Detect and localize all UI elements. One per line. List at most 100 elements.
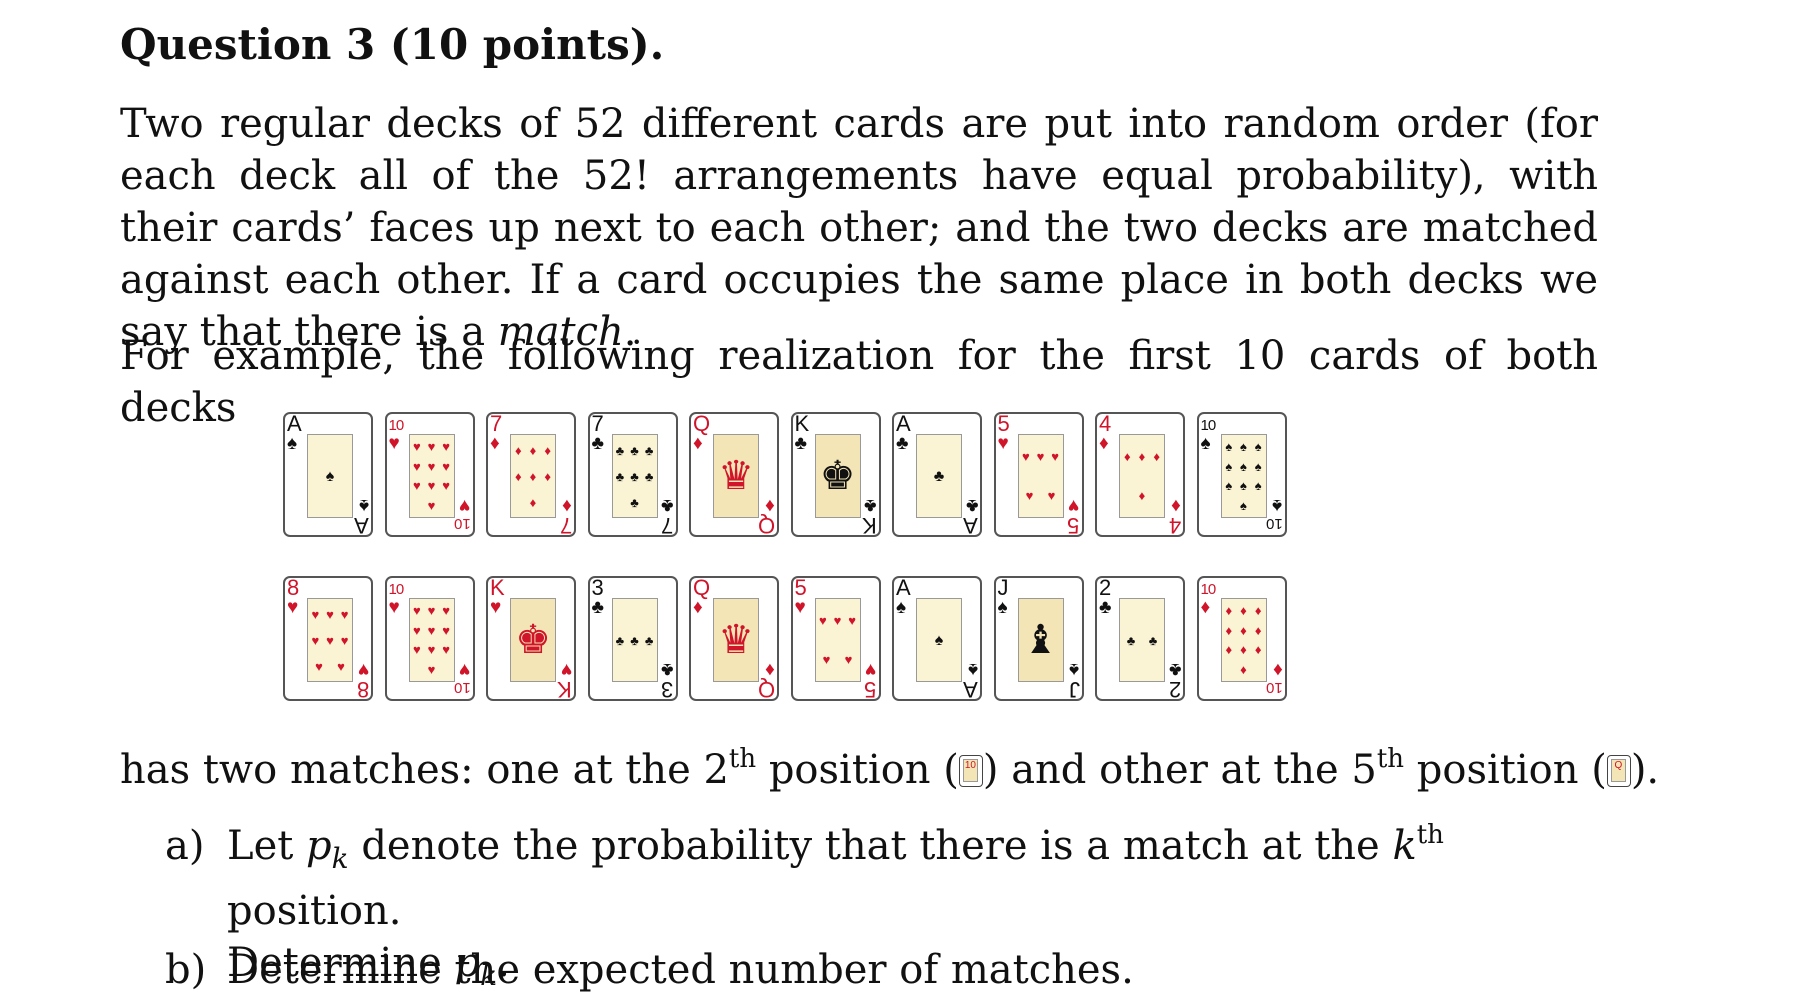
matches-text-4: position ( bbox=[1404, 747, 1607, 793]
suit-pip-icon: ♦ bbox=[1153, 449, 1160, 464]
court-figure-icon: ♛ bbox=[718, 454, 754, 498]
suit-pip-icon: ♠ bbox=[1225, 458, 1233, 474]
card-rank: A bbox=[896, 575, 911, 600]
card-face: ♥♥♥♥♥♥♥♥♥♥ bbox=[408, 434, 455, 518]
mini-card-2-label: Q bbox=[1610, 759, 1626, 782]
suit-pip-icon: ♥ bbox=[412, 603, 421, 619]
suit-pip-icon: ♣ bbox=[615, 468, 625, 484]
suit-pip-icon: ♣ bbox=[615, 632, 625, 648]
court-figure-icon: ♝ bbox=[1022, 618, 1059, 662]
card-suit-icon: ♣ bbox=[591, 597, 604, 618]
playing-card: 10♠♠♠♠♠♠♠♠♠♠♠♠10 bbox=[1196, 412, 1287, 537]
card-face: ♥♥♥♥♥♥♥♥♥♥ bbox=[408, 598, 455, 682]
suit-pip-icon: ♥ bbox=[412, 458, 421, 474]
playing-card: K♥♚♥K bbox=[486, 575, 576, 702]
suit-pip-icon: ♦ bbox=[1240, 661, 1247, 677]
card-suit-icon: ♥ bbox=[388, 433, 400, 454]
suit-pip-icon: ♥ bbox=[427, 439, 436, 455]
k-symbol: k bbox=[1392, 823, 1417, 869]
card-suit-icon: ♣ bbox=[591, 433, 604, 454]
suit-pip-icon: ♥ bbox=[340, 606, 349, 622]
suit-pip-icon: ♠ bbox=[1225, 439, 1233, 455]
suit-pip-icon: ♣ bbox=[1148, 632, 1158, 648]
playing-card: 7♣♣♣♣♣♣♣♣♣7 bbox=[587, 412, 678, 538]
card-face: ♣♣♣ bbox=[611, 598, 658, 682]
example-intro: For example, the following realization f… bbox=[120, 333, 1598, 431]
card-rank: 4 bbox=[1099, 411, 1112, 436]
suit-pip-icon: ♠ bbox=[325, 467, 335, 485]
card-suit-icon: ♥ bbox=[490, 597, 502, 618]
card-rank: Q bbox=[693, 575, 711, 600]
card-rank: 8 bbox=[287, 575, 300, 600]
card-face: ♣♣ bbox=[1119, 598, 1165, 682]
card-rank: Q bbox=[693, 411, 711, 436]
suit-pip-icon: ♣ bbox=[630, 468, 639, 484]
suit-pip-icon: ♥ bbox=[427, 603, 436, 619]
statement-text: Two regular decks of 52 different cards … bbox=[120, 101, 1598, 355]
card-suit-icon: ♦ bbox=[490, 433, 500, 454]
card-suit-icon: ♥ bbox=[287, 597, 299, 618]
card-rank: 10 bbox=[388, 581, 405, 598]
playing-card: 3♣♣♣♣♣3 bbox=[587, 575, 678, 702]
card-face: ♦♦♦♦♦♦♦ bbox=[510, 434, 556, 518]
card-face: ♛ bbox=[713, 598, 759, 682]
mini-card-queen-diamonds-icon: Q bbox=[1606, 755, 1631, 787]
suit-pip-icon: ♣ bbox=[644, 632, 654, 648]
playing-card: 10♦♦♦♦♦♦♦♦♦♦♦♦10 bbox=[1196, 576, 1287, 701]
sup-th-2: th bbox=[1376, 744, 1405, 774]
card-suit-icon: ♠ bbox=[896, 597, 907, 618]
playing-card: 5♥♥♥♥♥♥♥5 bbox=[993, 412, 1084, 538]
card-suit-icon: ♣ bbox=[1099, 597, 1112, 618]
card-suit-icon: ♣ bbox=[896, 433, 909, 454]
mini-card-1-label: 10 bbox=[962, 759, 978, 782]
card-rank: J bbox=[997, 575, 1009, 600]
part-a-text-1: Let bbox=[227, 823, 307, 869]
card-rank-bottom: A bbox=[963, 677, 978, 702]
suit-pip-icon: ♥ bbox=[1051, 449, 1059, 464]
card-rank: 2 bbox=[1099, 575, 1112, 600]
suit-pip-icon: ♥ bbox=[442, 458, 450, 474]
suit-pip-icon: ♥ bbox=[1021, 449, 1030, 464]
suit-pip-icon: ♥ bbox=[1047, 488, 1056, 503]
suit-pip-icon: ♠ bbox=[1225, 478, 1233, 494]
suit-pip-icon: ♠ bbox=[1254, 439, 1262, 455]
card-suit-icon: ♦ bbox=[693, 433, 703, 454]
playing-card: A♠♠♠A bbox=[283, 412, 373, 538]
suit-pip-icon: ♥ bbox=[326, 606, 334, 622]
card-rank: K bbox=[794, 411, 810, 436]
suit-pip-icon: ♥ bbox=[442, 603, 450, 619]
mini-card-ten-hearts-icon: 10 bbox=[958, 755, 983, 787]
card-suit-icon: ♦ bbox=[693, 597, 703, 618]
card-rank-bottom: K bbox=[557, 677, 572, 702]
suit-pip-icon: ♥ bbox=[1036, 449, 1045, 464]
suit-pip-icon: ♥ bbox=[427, 622, 436, 638]
suit-pip-icon: ♥ bbox=[412, 622, 421, 638]
card-rank: 3 bbox=[591, 575, 604, 600]
card-rank-bottom: 10 bbox=[1265, 515, 1283, 532]
part-a-text: Let pk denote the probability that there… bbox=[227, 820, 1607, 1002]
card-face: ♚ bbox=[510, 598, 556, 682]
playing-card: J♠♝♠J bbox=[993, 575, 1084, 702]
suit-pip-icon: ♦ bbox=[1254, 622, 1262, 638]
playing-card: 7♦♦♦♦♦♦♦♦♦7 bbox=[486, 412, 576, 538]
card-face: ♥♥♥♥♥ bbox=[814, 598, 861, 682]
suit-pip-icon: ♦ bbox=[1254, 642, 1262, 658]
suit-pip-icon: ♥ bbox=[315, 658, 323, 674]
statement-end: . bbox=[623, 309, 637, 355]
card-rank-bottom: 7 bbox=[559, 513, 572, 538]
suit-pip-icon: ♦ bbox=[1254, 603, 1262, 619]
card-rank-bottom: J bbox=[1068, 677, 1080, 702]
card-suit-icon: ♣ bbox=[794, 433, 807, 454]
suit-pip-icon: ♦ bbox=[1225, 642, 1233, 658]
k-subscript-2: k bbox=[480, 959, 498, 992]
question-title: Question 3 (10 points). bbox=[120, 20, 665, 69]
card-rank-bottom: A bbox=[963, 513, 978, 538]
suit-pip-icon: ♥ bbox=[844, 652, 853, 667]
suit-pip-icon: ♣ bbox=[1126, 632, 1136, 648]
problem-statement: Two regular decks of 52 different cards … bbox=[120, 98, 1598, 358]
card-rank: K bbox=[490, 575, 505, 600]
playing-card: 8♥♥♥♥♥♥♥♥♥♥8 bbox=[283, 575, 373, 702]
suit-pip-icon: ♥ bbox=[340, 632, 349, 648]
suit-pip-icon: ♦ bbox=[529, 468, 537, 484]
suit-pip-icon: ♥ bbox=[326, 632, 334, 648]
